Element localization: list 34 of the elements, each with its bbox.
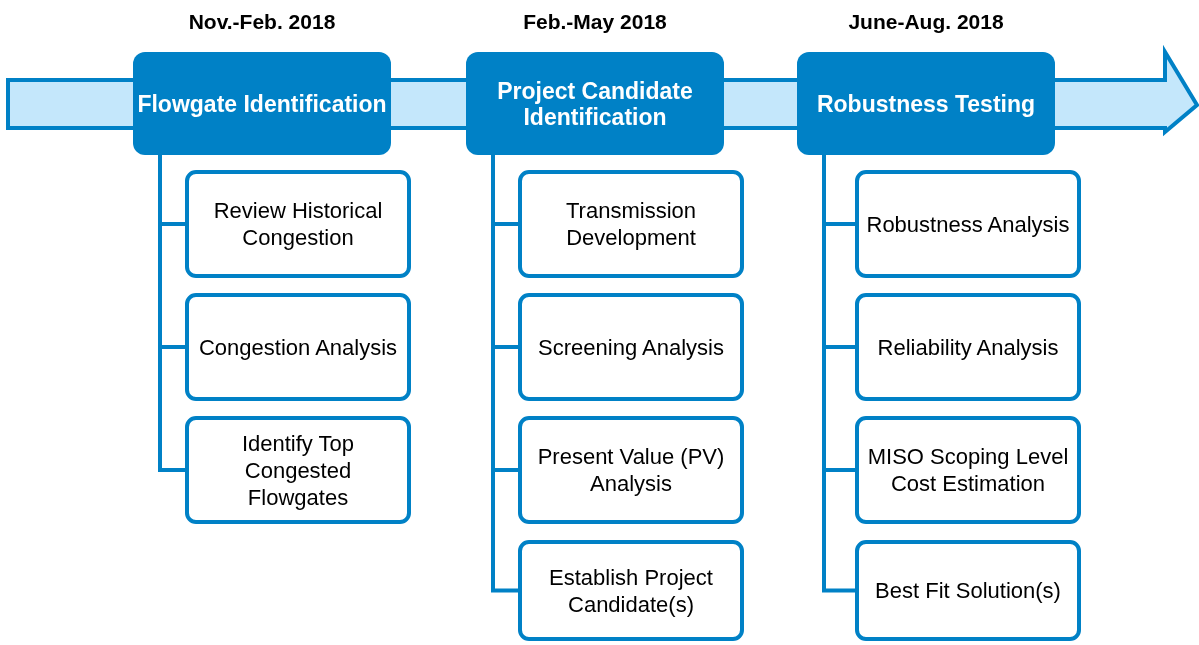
task-box [855, 416, 1081, 524]
task-label: Congestion Analysis [198, 333, 398, 361]
date-range: Nov.-Feb. 2018 [187, 10, 337, 34]
phase-title: Project Candidate Identification [496, 77, 694, 130]
task-label: Robustness Analysis [866, 210, 1070, 238]
date-range: Feb.-May 2018 [522, 10, 668, 34]
task-box [518, 293, 744, 401]
connector-line [491, 155, 518, 593]
task-label: Reliability Analysis [877, 333, 1059, 361]
task-label: Transmission Development [565, 197, 697, 251]
task-box [185, 170, 411, 278]
phase-title: Flowgate Identification [137, 90, 387, 117]
task-box [518, 170, 744, 278]
connector-line [158, 155, 185, 472]
phase-title: Robustness Testing [816, 90, 1036, 117]
phase-box [797, 52, 1055, 155]
phase-box [466, 52, 724, 155]
date-range: June-Aug. 2018 [847, 10, 1005, 34]
task-box [855, 170, 1081, 278]
task-label: Identify Top Congested Flowgates [240, 429, 356, 511]
task-box [185, 416, 411, 524]
task-box [518, 416, 744, 524]
phase-box [133, 52, 391, 155]
task-label: Screening Analysis [538, 333, 724, 361]
task-box [855, 540, 1081, 641]
task-label: Present Value (PV) Analysis [536, 443, 726, 497]
task-label: MISO Scoping Level Cost Estimation [866, 443, 1070, 497]
task-box [855, 293, 1081, 401]
task-box [185, 293, 411, 401]
connector-line [822, 155, 855, 593]
task-label: Best Fit Solution(s) [875, 577, 1061, 604]
task-box [518, 540, 744, 641]
task-label: Establish Project Candidate(s) [548, 563, 714, 618]
task-label: Review Historical Congestion [212, 197, 384, 251]
